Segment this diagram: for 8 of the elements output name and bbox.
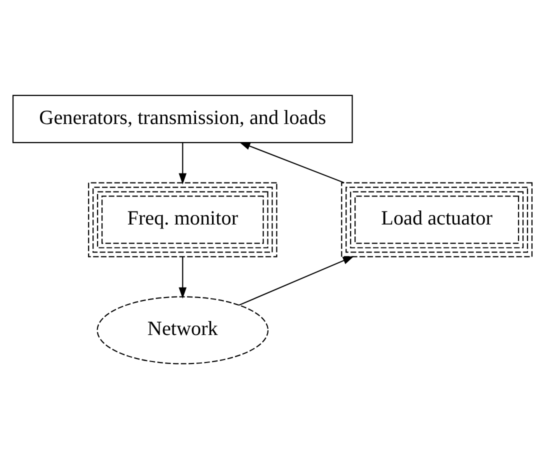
node-box: Load actuator (341, 182, 533, 257)
node-box: Generators, transmission, and loads (12, 94, 353, 143)
node-box: Freq. monitor (88, 182, 278, 257)
arrow (238, 256, 354, 306)
arrow (178, 142, 187, 184)
arrow (239, 141, 344, 183)
node-ellipse: Network (96, 296, 269, 364)
arrow (178, 256, 187, 298)
